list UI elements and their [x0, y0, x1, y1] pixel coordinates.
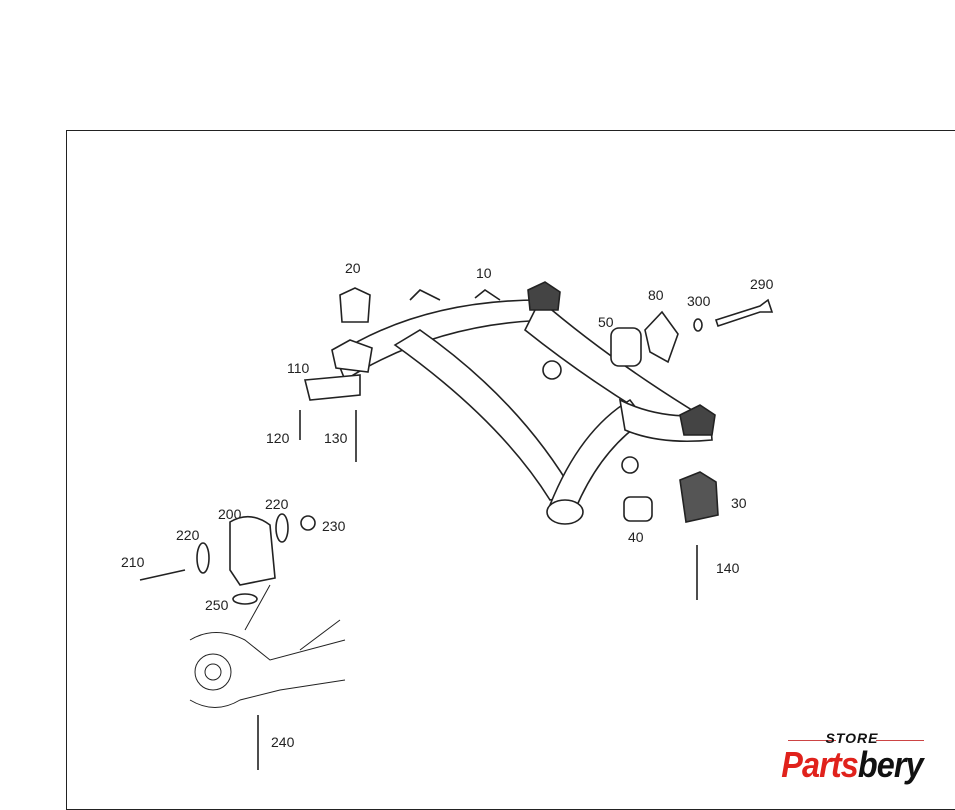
diff-mount-part-200 — [196, 513, 316, 605]
callout-130: 130 — [324, 430, 348, 446]
callout-230: 230 — [322, 518, 346, 534]
callout-250: 250 — [205, 597, 229, 613]
callout-290: 290 — [750, 276, 774, 292]
rear-subframe-part-10 — [334, 289, 713, 525]
mount-bushings — [303, 281, 774, 523]
callout-80: 80 — [648, 287, 664, 303]
logo-store-text: STORE — [825, 730, 879, 746]
callout-20: 20 — [345, 260, 361, 276]
logo-brand-text: Partsbery — [781, 744, 923, 785]
callout-140: 140 — [716, 560, 740, 576]
callout-40: 40 — [628, 529, 644, 545]
callout-10: 10 — [476, 265, 492, 281]
differential-housing — [189, 584, 346, 708]
callout-300: 300 — [687, 293, 711, 309]
callout-200: 200 — [218, 506, 242, 522]
callout-110: 110 — [287, 360, 310, 376]
callout-210: 210 — [121, 554, 145, 570]
callout-50: 50 — [598, 314, 614, 330]
bolts — [139, 410, 698, 770]
callout-220-right: 220 — [265, 496, 289, 512]
callout-240: 240 — [271, 734, 295, 750]
partsbery-logo: STORE Partsbery — [752, 714, 952, 806]
callout-220-left: 220 — [176, 527, 200, 543]
callout-120: 120 — [266, 430, 290, 446]
callout-30: 30 — [731, 495, 747, 511]
